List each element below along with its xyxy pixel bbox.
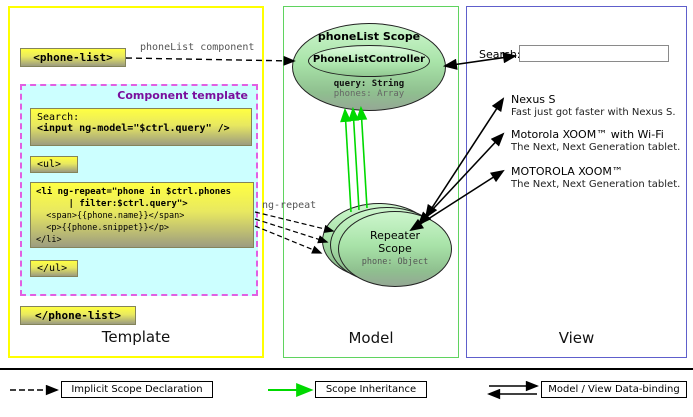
view-phone-item: Nexus S Fast just got faster with Nexus … (511, 93, 676, 119)
component-template-box: Component template Search: <input ng-mod… (20, 84, 258, 296)
search-label-code: Search: (37, 112, 80, 123)
legend-divider (0, 368, 693, 370)
li-code-line-1: <li ng-repeat="phone in $ctrl.phones (36, 187, 232, 197)
search-code-box: Search: <input ng-model="$ctrl.query" /> (30, 108, 252, 146)
phone-item-subtitle: The Next, Next Generation tablet. (511, 142, 681, 153)
model-panel-label: Model (348, 329, 394, 347)
repeater-scope-title-line1: Repeater (369, 229, 420, 242)
view-panel: Search: Nexus S Fast just got faster wit… (466, 6, 687, 358)
view-phone-item: Motorola XOOM™ with Wi-Fi The Next, Next… (511, 128, 680, 154)
legend-implicit-scope-label: Implicit Scope Declaration (61, 381, 213, 398)
ng-repeat-annotation: ng-repeat (262, 200, 317, 211)
li-code-line-4: <p>{{phone.snippet}}</p> (36, 223, 170, 233)
phones-property: phones: Array (333, 89, 405, 99)
ul-open-tag-box: <ul> (30, 156, 78, 173)
li-ng-repeat-code-box: <li ng-repeat="phone in $ctrl.phones | f… (30, 182, 254, 248)
phonelist-controller-ellipse: PhoneListController (308, 45, 430, 77)
repeater-scope-ellipse: Repeater Scope phone: Object (338, 211, 452, 287)
legend-data-binding-label: Model / View Data-binding (541, 381, 687, 398)
phonelist-scope-title: phoneList Scope (317, 30, 421, 43)
phonelist-component-annotation: phoneList component (140, 42, 255, 53)
phone-item-subtitle: Fast just got faster with Nexus S. (511, 107, 676, 118)
view-search-input[interactable] (519, 45, 669, 62)
repeater-scope-title-line2: Scope (378, 242, 412, 255)
phone-list-open-tag-box: <phone-list> (20, 48, 126, 67)
phone-item-subtitle: The Next, Next Generation tablet. (511, 179, 681, 190)
li-code-line-5: </li> (36, 235, 62, 245)
view-search-label: Search: (479, 48, 521, 61)
query-property: query: String (333, 79, 405, 89)
input-ng-model-code: <input ng-model="$ctrl.query" /> (37, 123, 230, 134)
component-template-title: Component template (117, 89, 248, 102)
li-code-line-2: | filter:$ctrl.query"> (36, 199, 188, 209)
phone-item-title: MOTOROLA XOOM™ (511, 165, 623, 178)
model-panel: phoneList Scope PhoneListController quer… (283, 6, 459, 358)
phone-item-title: Motorola XOOM™ with Wi-Fi (511, 128, 664, 141)
view-panel-label: View (558, 329, 595, 347)
template-panel-label: Template (101, 328, 171, 346)
li-code-line-3: <span>{{phone.name}}</span> (36, 211, 185, 221)
view-phone-item: MOTOROLA XOOM™ The Next, Next Generation… (511, 165, 680, 191)
phone-item-title: Nexus S (511, 93, 556, 106)
phone-list-close-tag-box: </phone-list> (20, 306, 136, 325)
legend-scope-inheritance-label: Scope Inheritance (315, 381, 427, 398)
phonelist-scope-ellipse: phoneList Scope PhoneListController quer… (292, 23, 446, 111)
phone-property: phone: Object (361, 257, 429, 267)
ul-close-tag-box: </ul> (30, 260, 78, 277)
template-panel: <phone-list> Component template Search: … (8, 6, 264, 358)
